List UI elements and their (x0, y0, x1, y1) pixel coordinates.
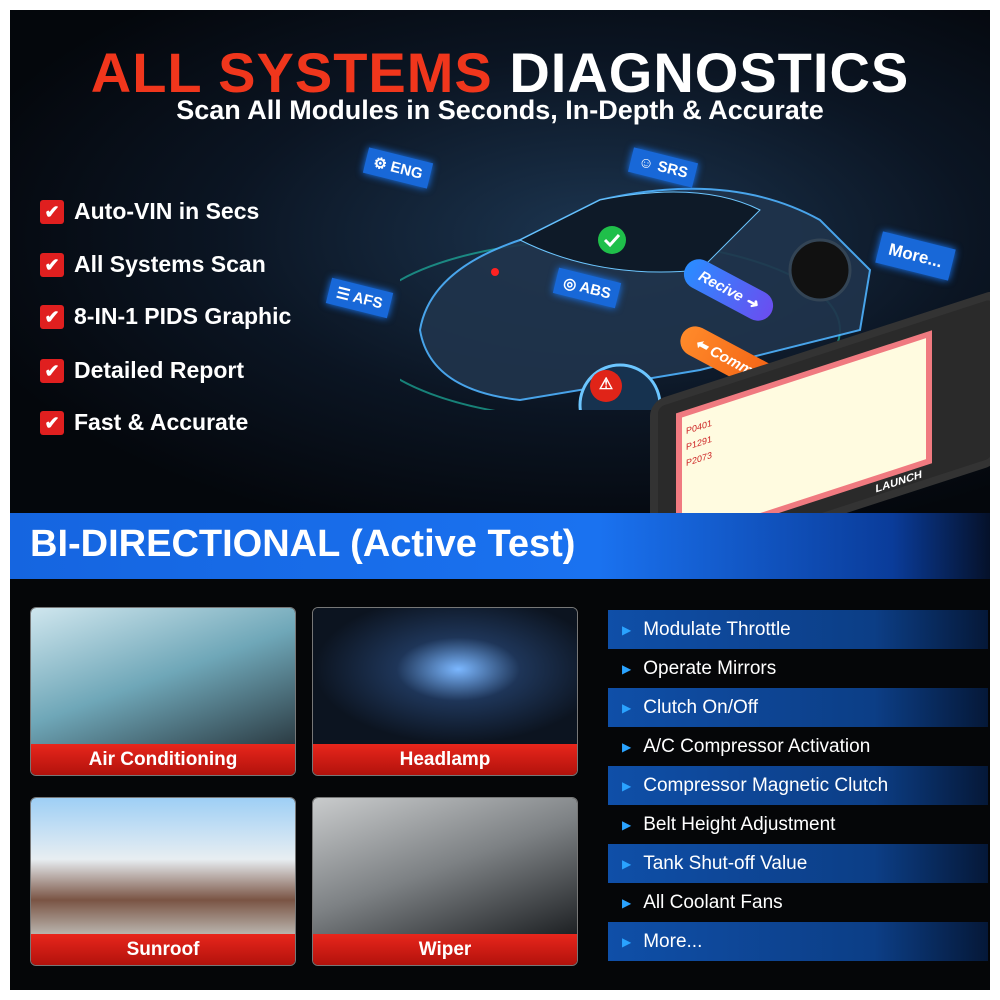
wiper-image (313, 798, 577, 934)
card-wiper: Wiper (312, 797, 578, 966)
list-item: ▶Tank Shut-off Value (608, 844, 988, 883)
warning-icon: ⚠ (590, 370, 622, 402)
air-vent-image (31, 608, 295, 744)
card-sunroof: Sunroof (30, 797, 296, 966)
check-icon: ✔ (40, 252, 64, 277)
card-air-conditioning: Air Conditioning (30, 607, 296, 776)
list-item: ▶A/C Compressor Activation (622, 735, 871, 757)
feature-item: ✔Fast & Accurate (40, 409, 248, 436)
triangle-icon: ▶ (622, 817, 632, 832)
product-banner: ALL SYSTEMS DIAGNOSTICS Scan All Modules… (10, 10, 990, 990)
feature-item: ✔Detailed Report (40, 357, 244, 384)
triangle-icon: ▶ (622, 739, 632, 754)
list-item: ▶Clutch On/Off (608, 688, 988, 727)
diagnostics-section: ALL SYSTEMS DIAGNOSTICS Scan All Modules… (10, 10, 990, 577)
check-icon: ✔ (40, 199, 64, 224)
list-item: ▶Operate Mirrors (622, 657, 777, 679)
tag-more: More... (875, 231, 956, 281)
triangle-icon: ▶ (622, 661, 632, 676)
triangle-icon: ▶ (622, 895, 632, 910)
triangle-icon: ▶ (622, 622, 632, 637)
check-icon: ✔ (40, 304, 64, 329)
tag-afs: ☰ AFS (325, 277, 394, 319)
triangle-icon: ▶ (622, 856, 632, 871)
list-item: ▶Modulate Throttle (608, 610, 988, 649)
ok-check-icon (598, 226, 626, 254)
check-icon: ✔ (40, 358, 64, 383)
list-item: ▶More... (608, 922, 988, 961)
triangle-icon: ▶ (622, 934, 632, 949)
triangle-icon: ▶ (622, 778, 632, 793)
headlamp-image (313, 608, 577, 744)
check-icon: ✔ (40, 410, 64, 435)
card-headlamp: Headlamp (312, 607, 578, 776)
feature-item: ✔Auto-VIN in Secs (40, 198, 259, 225)
list-item: ▶Belt Height Adjustment (622, 813, 836, 835)
dtc-code: P1291 (686, 433, 713, 453)
list-item: ▶Compressor Magnetic Clutch (608, 766, 988, 805)
triangle-icon: ▶ (622, 700, 632, 715)
feature-item: ✔8-IN-1 PIDS Graphic (40, 303, 291, 330)
active-test-list: ▶Modulate Throttle ▶Operate Mirrors ▶Clu… (608, 610, 988, 961)
feature-item: ✔All Systems Scan (40, 251, 266, 278)
bidirectional-banner: BI-DIRECTIONAL (Active Test) (10, 513, 990, 579)
subtitle: Scan All Modules in Seconds, In-Depth & … (176, 95, 824, 125)
sunroof-image (31, 798, 295, 934)
list-item: ▶All Coolant Fans (622, 891, 783, 913)
main-title: ALL SYSTEMS DIAGNOSTICS (90, 41, 910, 104)
tag-eng: ⚙ ENG (362, 147, 434, 189)
